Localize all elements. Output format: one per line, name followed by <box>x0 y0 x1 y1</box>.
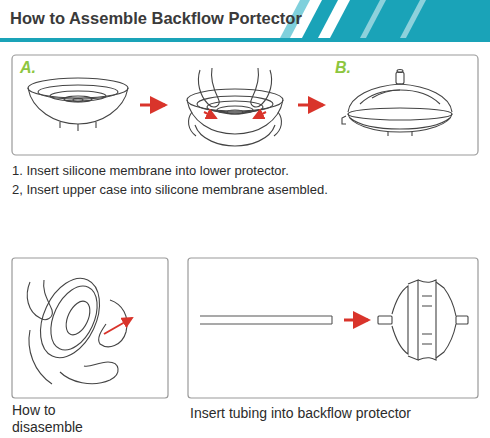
panel-frame <box>12 55 478 155</box>
press-arrow <box>254 112 266 118</box>
insert-arrow <box>344 319 368 322</box>
step-letter: A. <box>20 58 36 77</box>
step-arrow <box>140 104 165 107</box>
membrane-insertion <box>187 68 283 146</box>
step-arrow <box>298 104 323 107</box>
header-banner <box>0 0 490 42</box>
tubing <box>200 316 332 324</box>
page-title: How to Assemble Backflow Portector <box>10 9 302 29</box>
assembled-protector <box>342 70 452 137</box>
instruction-text: 1. Insert silicone membrane into lower p… <box>12 163 289 179</box>
caption-text: How to disasemble <box>12 402 94 436</box>
lower-protector <box>28 78 128 131</box>
press-arrow <box>204 112 216 118</box>
caption-text: Insert tubing into backflow protector <box>190 405 411 422</box>
disassemble-hand <box>27 269 127 384</box>
pull-arrow <box>104 318 132 334</box>
step-letter: B. <box>335 58 351 77</box>
instruction-text: 2, Insert upper case into silicone membr… <box>12 182 328 198</box>
protector-side-view <box>378 280 468 360</box>
panel-frame <box>12 258 168 398</box>
panel-frame <box>188 258 478 398</box>
